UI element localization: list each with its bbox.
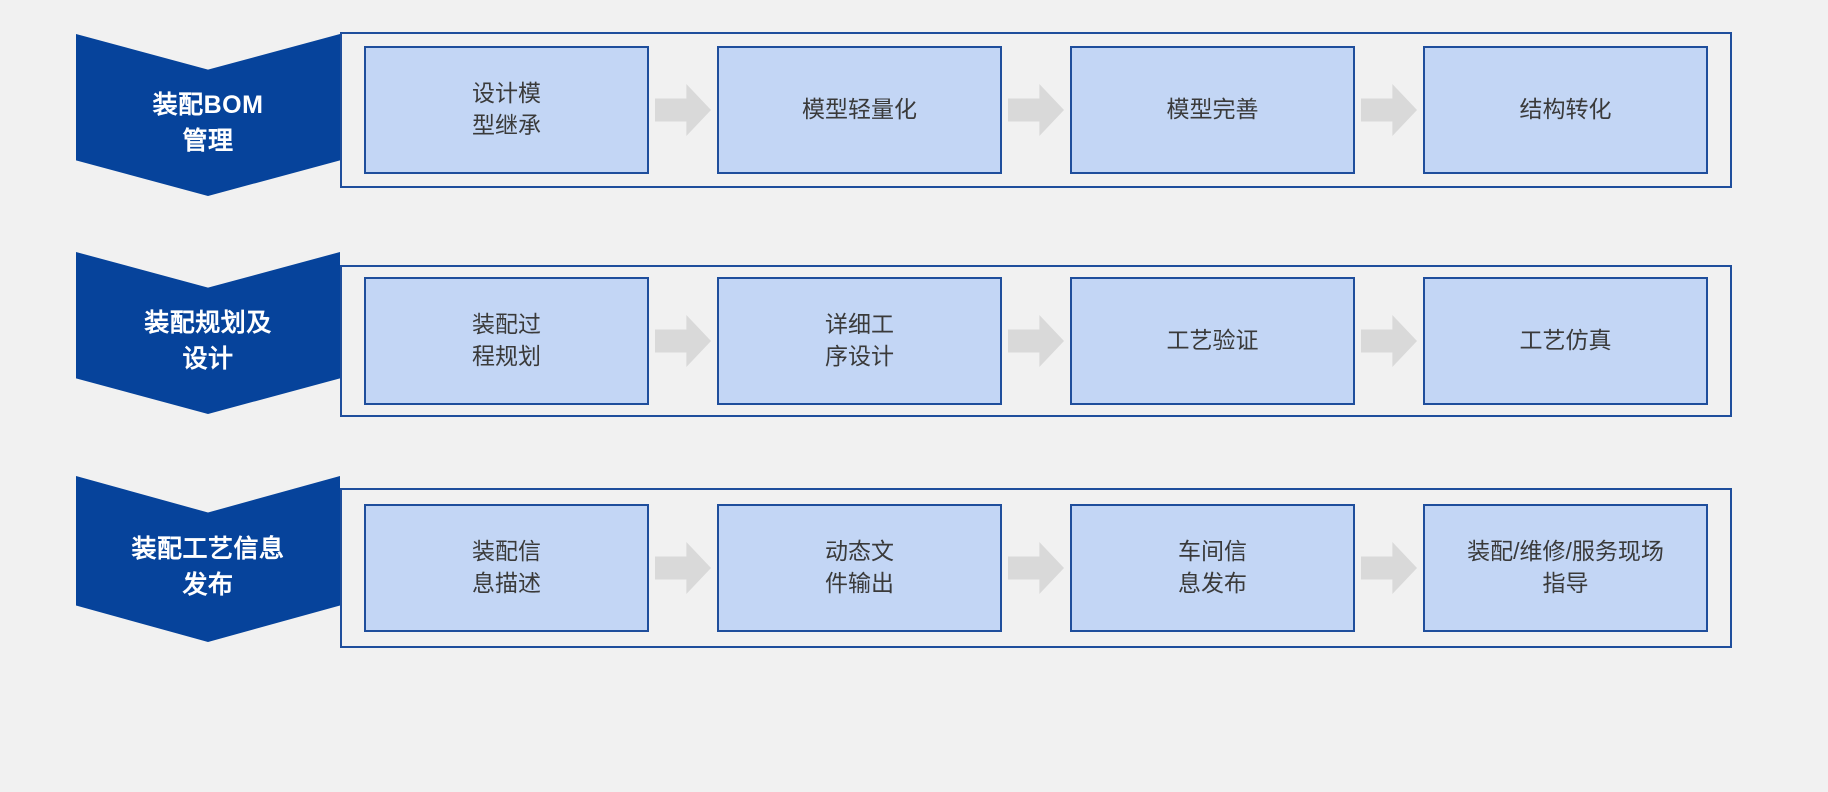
- step-box[interactable]: 装配/维修/服务现场 指导: [1423, 504, 1708, 632]
- step-label: 详细工 序设计: [825, 311, 894, 369]
- steps-strip: 设计模 型继承 模型轻量化 模型完善 结构转化: [342, 34, 1730, 186]
- step-box[interactable]: 动态文 件输出: [717, 504, 1002, 632]
- step-box[interactable]: 装配信 息描述: [364, 504, 649, 632]
- step-label: 动态文 件输出: [825, 538, 894, 596]
- stage-banner-assembly-process-info-release[interactable]: 装配工艺信息 发布: [76, 476, 340, 642]
- step-label: 结构转化: [1519, 96, 1612, 123]
- stage-banner-label: 装配工艺信息 发布: [131, 534, 285, 599]
- stage-banner-label: 装配BOM 管理: [152, 90, 264, 155]
- step-box[interactable]: 模型轻量化: [717, 46, 1002, 174]
- arrow-right-icon: [1357, 542, 1421, 594]
- arrow-right-icon: [651, 84, 715, 136]
- stage-steps-container: 设计模 型继承 模型轻量化 模型完善 结构转化: [340, 32, 1732, 188]
- step-box[interactable]: 工艺验证: [1070, 277, 1355, 405]
- step-box[interactable]: 装配过 程规划: [364, 277, 649, 405]
- arrow-right-icon: [1357, 315, 1421, 367]
- step-box[interactable]: 结构转化: [1423, 46, 1708, 174]
- step-label: 车间信 息发布: [1178, 538, 1247, 596]
- arrow-right-icon: [651, 542, 715, 594]
- stage-banner-assembly-bom-management[interactable]: 装配BOM 管理: [76, 34, 340, 196]
- stage-banner-label: 装配规划及 设计: [144, 308, 272, 373]
- steps-strip: 装配过 程规划 详细工 序设计 工艺验证 工艺仿真: [342, 267, 1730, 415]
- step-label: 装配过 程规划: [472, 311, 541, 369]
- step-box[interactable]: 工艺仿真: [1423, 277, 1708, 405]
- arrow-right-icon: [1004, 84, 1068, 136]
- step-box[interactable]: 模型完善: [1070, 46, 1355, 174]
- step-label: 模型完善: [1166, 96, 1259, 123]
- stage-steps-container: 装配信 息描述 动态文 件输出 车间信 息发布 装配/维修/服务现场 指导: [340, 488, 1732, 648]
- arrow-right-icon: [1004, 542, 1068, 594]
- stage-steps-container: 装配过 程规划 详细工 序设计 工艺验证 工艺仿真: [340, 265, 1732, 417]
- arrow-right-icon: [1357, 84, 1421, 136]
- step-box[interactable]: 车间信 息发布: [1070, 504, 1355, 632]
- step-label: 设计模 型继承: [472, 80, 541, 138]
- step-label: 模型轻量化: [802, 96, 917, 123]
- step-box[interactable]: 详细工 序设计: [717, 277, 1002, 405]
- arrow-right-icon: [651, 315, 715, 367]
- steps-strip: 装配信 息描述 动态文 件输出 车间信 息发布 装配/维修/服务现场 指导: [342, 490, 1730, 646]
- step-box[interactable]: 设计模 型继承: [364, 46, 649, 174]
- step-label: 工艺验证: [1166, 327, 1259, 354]
- step-label: 装配信 息描述: [472, 538, 541, 596]
- step-label: 装配/维修/服务现场 指导: [1467, 538, 1664, 596]
- step-label: 工艺仿真: [1519, 327, 1612, 354]
- stage-banner-assembly-planning-design[interactable]: 装配规划及 设计: [76, 252, 340, 414]
- arrow-right-icon: [1004, 315, 1068, 367]
